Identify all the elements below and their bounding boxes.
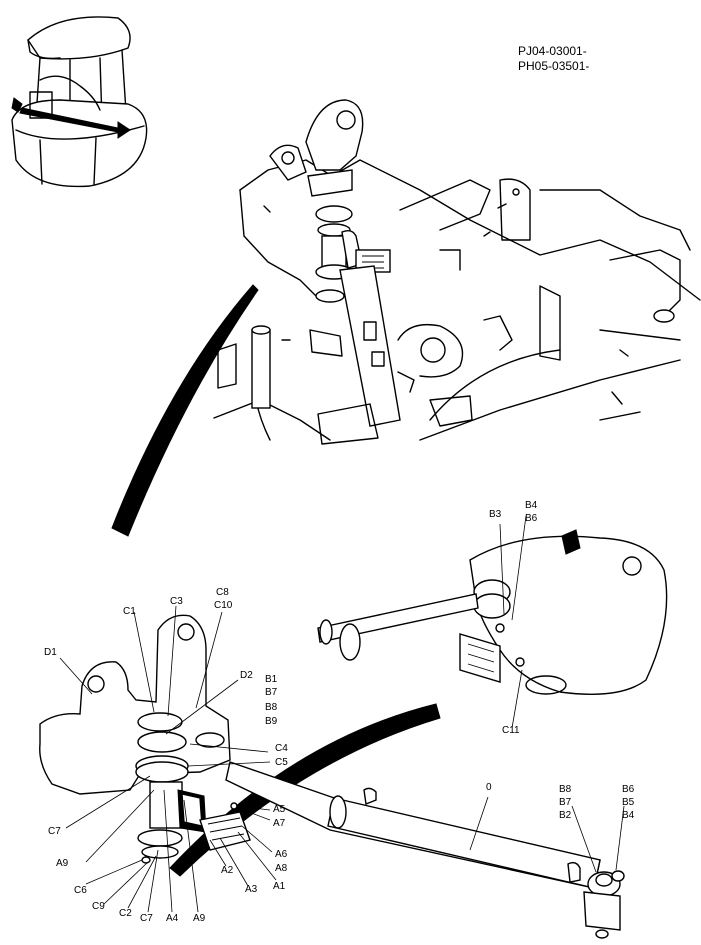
label-c9: C9 [92, 901, 105, 912]
label-b6-right: B6 [622, 784, 635, 795]
leader-lines [59, 515, 625, 913]
label-c7-bottom: C7 [140, 913, 153, 924]
label-b5-right: B5 [622, 797, 635, 808]
label-a9-left: A9 [56, 858, 69, 869]
label-c6: C6 [74, 885, 87, 896]
kingpin-exploded-view [39, 614, 625, 939]
label-b8-right: B8 [559, 784, 572, 795]
label-a9-bottom: A9 [193, 913, 206, 924]
label-c3: C3 [170, 596, 183, 607]
label-a5: A5 [273, 804, 286, 815]
label-b4: B4 [525, 500, 538, 511]
label-a3: A3 [245, 884, 258, 895]
label-b4-right: B4 [622, 810, 635, 821]
label-b7-right: B7 [559, 797, 572, 808]
label-a7: A7 [273, 818, 286, 829]
label-a6: A6 [275, 849, 288, 860]
label-b7: B7 [265, 687, 278, 698]
label-a4: A4 [166, 913, 179, 924]
label-b1: B1 [265, 674, 278, 685]
label-cylinder-0: 0 [486, 782, 492, 793]
label-d2: D2 [240, 670, 253, 681]
label-a2: A2 [221, 865, 234, 876]
label-b9: B9 [265, 716, 278, 727]
label-b2-right: B2 [559, 810, 572, 821]
label-c1: C1 [123, 606, 136, 617]
serial-range-1: PJ04-03001- [518, 44, 587, 58]
label-a1: A1 [273, 881, 286, 892]
label-d1: D1 [44, 647, 57, 658]
label-c5: C5 [275, 757, 288, 768]
frame-overview [213, 99, 701, 445]
label-c8: C8 [216, 587, 229, 598]
label-c10: C10 [214, 600, 233, 611]
rod-end-detail [317, 529, 668, 695]
label-a8: A8 [275, 863, 288, 874]
label-c11: C11 [502, 725, 520, 736]
label-c4: C4 [275, 743, 288, 754]
serial-range-2: PH05-03501- [518, 59, 589, 73]
callout-wedge-top [111, 284, 259, 537]
machine-locator-thumbnail [11, 16, 148, 188]
label-c7-left: C7 [48, 826, 61, 837]
callout-labels: B3 B4 B6 C11 0 B8 B7 B2 B6 B5 B4 C3 C8 C… [44, 500, 635, 924]
label-b3: B3 [489, 509, 502, 520]
label-b6: B6 [525, 513, 538, 524]
label-b8: B8 [265, 702, 278, 713]
label-c2: C2 [119, 908, 132, 919]
